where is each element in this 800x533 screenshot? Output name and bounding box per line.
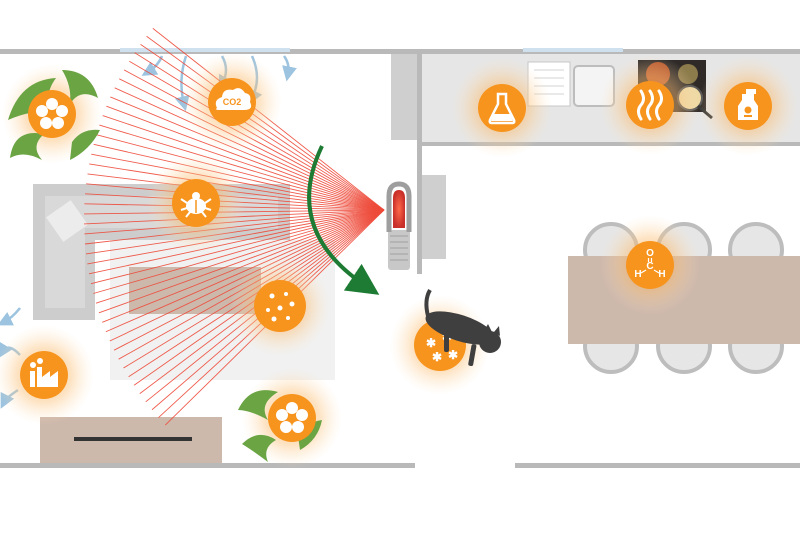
dust-mite-icon (172, 179, 220, 227)
air-arrow-6 (0, 307, 21, 326)
formaldehyde-icon: O C H H (626, 241, 674, 289)
plant-bottom (238, 390, 322, 462)
kitchen-counter-wall (422, 142, 800, 146)
airflow-rays (84, 27, 385, 426)
bottom-wall-left (0, 463, 415, 468)
pollutant-markers: CO2 (20, 78, 772, 442)
air-arrow-1 (141, 55, 164, 76)
airflow-ray (88, 209, 385, 275)
airflow-ray (102, 209, 385, 323)
column-block-1 (391, 54, 417, 140)
airflow-ray (106, 105, 385, 211)
svg-text:✱: ✱ (432, 350, 442, 364)
tv (74, 437, 192, 441)
pollen-icon-2 (268, 394, 316, 442)
window-top-right (523, 48, 623, 52)
formula-o: O (646, 248, 654, 259)
co2-icon: CO2 (208, 78, 256, 126)
bottom-wall-right (515, 463, 800, 468)
column-block-2 (422, 175, 446, 259)
air-arrow-5 (282, 55, 297, 82)
svg-text:✱: ✱ (448, 348, 458, 362)
chemical-flask-icon (478, 84, 526, 132)
airflow-ray (90, 209, 385, 285)
svg-text:✱: ✱ (426, 336, 436, 350)
cleaning-spray-icon (724, 82, 772, 130)
formula-h1: H (634, 269, 641, 280)
airflow-ray (95, 209, 385, 304)
airflow-ray (98, 209, 385, 314)
airflow-ray (87, 209, 385, 265)
airflow-arrow-icon (307, 145, 380, 295)
formula-c: C (646, 261, 653, 272)
airflow-ray (96, 134, 385, 211)
industrial-pollution-icon (20, 351, 68, 399)
airflow-ray (102, 115, 385, 211)
sofa-cushion (46, 200, 88, 242)
pollen-icon (28, 90, 76, 138)
window-top-left (120, 48, 290, 52)
cat (424, 288, 501, 367)
airflow-ray (93, 209, 385, 294)
partition-wall-upper (417, 54, 422, 274)
co2-label: CO2 (223, 97, 242, 107)
cooking-fumes-icon (626, 81, 674, 129)
walls (0, 48, 800, 468)
airflow-ray (93, 143, 385, 211)
particles-icon (254, 280, 306, 332)
formula-h2: H (658, 269, 665, 280)
air-purifier-icon (386, 181, 412, 270)
airflow-ray (110, 96, 385, 211)
airflow-ray (99, 124, 385, 211)
